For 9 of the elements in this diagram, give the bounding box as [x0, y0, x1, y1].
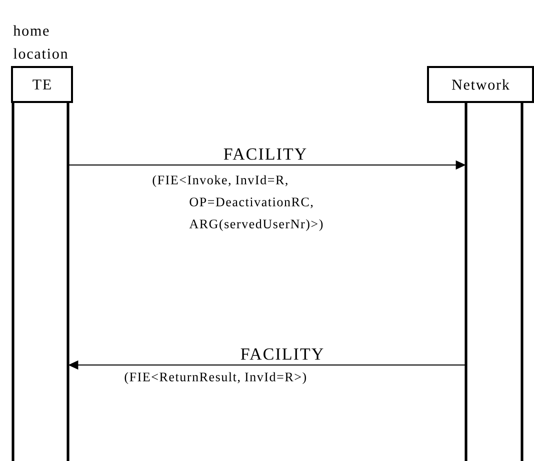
lifeline-header: Network — [427, 66, 534, 103]
message-parameters: (FIE<ReturnResult, InvId=R>) — [124, 372, 306, 384]
header-caption: home location — [13, 25, 68, 59]
edge-label: FACILITY — [240, 348, 324, 360]
edge-label: FACILITY — [224, 148, 306, 160]
message-parameters: (FIE<Invoke, InvId=R, OP=DeactivationRC, ARG(servedUserNr)>) — [152, 175, 323, 231]
lifeline-header: TE — [11, 66, 73, 103]
lifeline — [12, 100, 70, 461]
lifeline — [464, 100, 524, 461]
